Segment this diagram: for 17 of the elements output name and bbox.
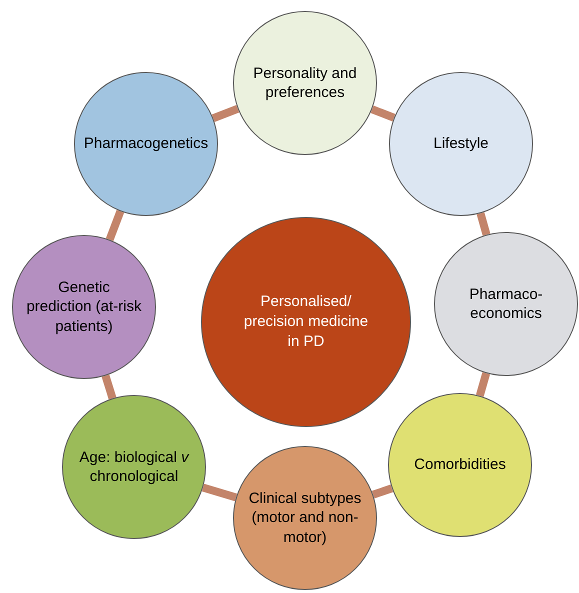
ring-connector — [106, 210, 124, 242]
ring-connector — [476, 212, 490, 236]
ring-connector — [372, 484, 394, 498]
topic-label: Age: biological v chronological — [78, 448, 190, 486]
topic-label: Comorbidities — [414, 455, 506, 475]
ring-connector — [476, 372, 490, 397]
topic-label: Pharmaco- economics — [468, 284, 544, 324]
ring-connector — [212, 105, 240, 122]
topic-label: Personality and preferences — [252, 64, 358, 102]
topic-label: Pharmacogenetics — [84, 134, 208, 154]
ring-connector — [202, 484, 238, 502]
ring-connector — [370, 106, 396, 122]
topic-label: Genetic prediction (at-risk patients) — [25, 278, 143, 336]
ring-connector — [102, 374, 116, 400]
topic-label: Lifestyle — [433, 134, 489, 154]
topic-label: Personalised/ precision medicine in PD — [242, 292, 370, 352]
topic-label: Clinical subtypes (motor and non-motor) — [248, 488, 362, 548]
